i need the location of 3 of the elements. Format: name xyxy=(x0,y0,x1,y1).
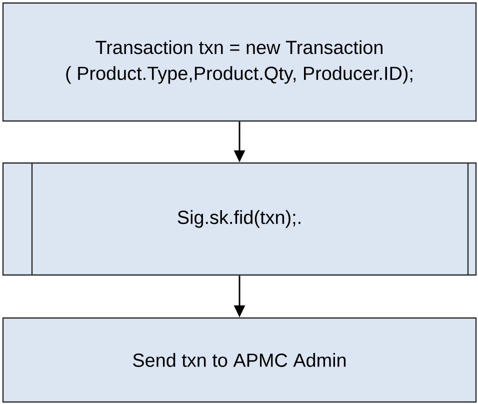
process-box: Send txn to APMC Admin xyxy=(2,317,477,403)
subroutine-box: Sig.sk.fid(txn);. xyxy=(2,162,477,276)
process-box: Transaction txn = new Transaction ( Product.Type,Product.Qty, Producer.ID); xyxy=(2,2,477,122)
